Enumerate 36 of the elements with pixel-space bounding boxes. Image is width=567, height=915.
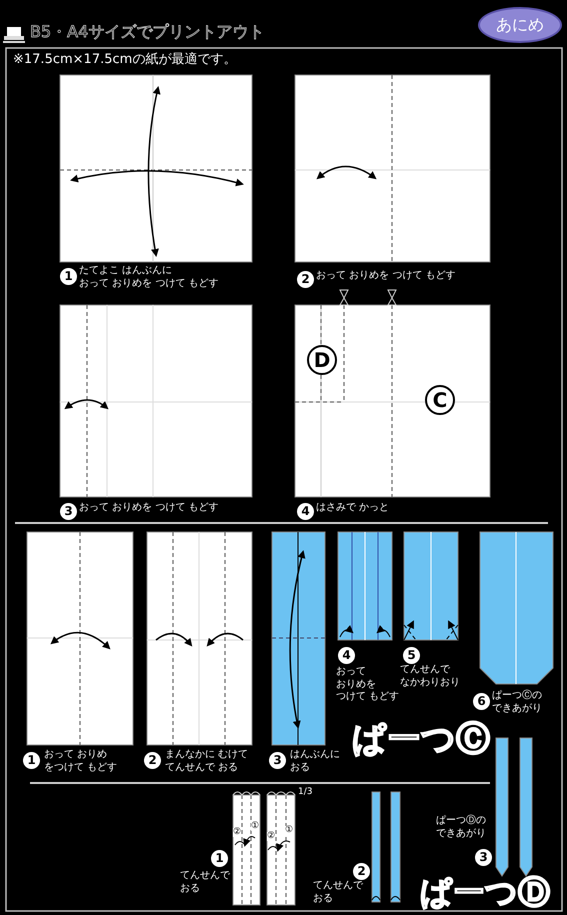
note-text: ※17.5cm×17.5cmの紙が最適です。 xyxy=(13,52,238,68)
step-caption: まんなかに むけててんせんで おる xyxy=(165,749,248,774)
step-number: 2 xyxy=(143,751,162,770)
step-caption: おって おりめを つけて もどす xyxy=(316,270,457,282)
step-caption: はさみで かっと xyxy=(316,502,390,514)
part-heading: ぱーつⒸ xyxy=(352,722,490,756)
step-number: 2 xyxy=(352,862,371,881)
step-caption: てんせんでおる xyxy=(180,870,230,895)
step-number: 6 xyxy=(472,692,491,711)
step-caption: おっておりめをつけて もどす xyxy=(336,666,400,704)
step-caption: たてよこ はんぶんにおって おりめを つけて もどす xyxy=(79,265,219,290)
fold-order-mark: ① xyxy=(251,822,260,831)
step-caption: はんぶんにおる xyxy=(290,749,340,774)
step-caption: ぱーつⒸのできあがり xyxy=(492,690,542,715)
animation-badge: あにめ xyxy=(478,7,562,43)
step-number: 3 xyxy=(268,751,287,770)
step-number: 3 xyxy=(474,848,493,867)
step-caption: ぱーつⒹのできあがり xyxy=(436,815,486,840)
step-number: 1 xyxy=(210,849,229,868)
step-caption: おって おりめをつけて もどす xyxy=(44,749,118,774)
page-title: B5・A4サイズでプリントアウト xyxy=(30,22,264,42)
fold-order-mark: ② xyxy=(267,832,276,841)
fraction-label: 1/3 xyxy=(298,787,314,798)
step-caption: おって おりめを つけて もどす xyxy=(79,502,220,514)
step-number: 1 xyxy=(22,751,41,770)
part-heading: ぱーつⒹ xyxy=(420,876,550,908)
step-caption: てんせんでおる xyxy=(313,880,363,905)
step-number: 3 xyxy=(59,502,78,521)
step-caption: てんせんでなかわりおり xyxy=(400,664,460,689)
fold-order-mark: ① xyxy=(285,826,294,835)
fold-order-mark: ② xyxy=(233,828,242,837)
step-number: 4 xyxy=(296,502,315,521)
step-number: 2 xyxy=(296,270,315,289)
step-number: 5 xyxy=(402,646,421,665)
step-number: 4 xyxy=(337,646,356,665)
step-number: 1 xyxy=(59,267,78,286)
